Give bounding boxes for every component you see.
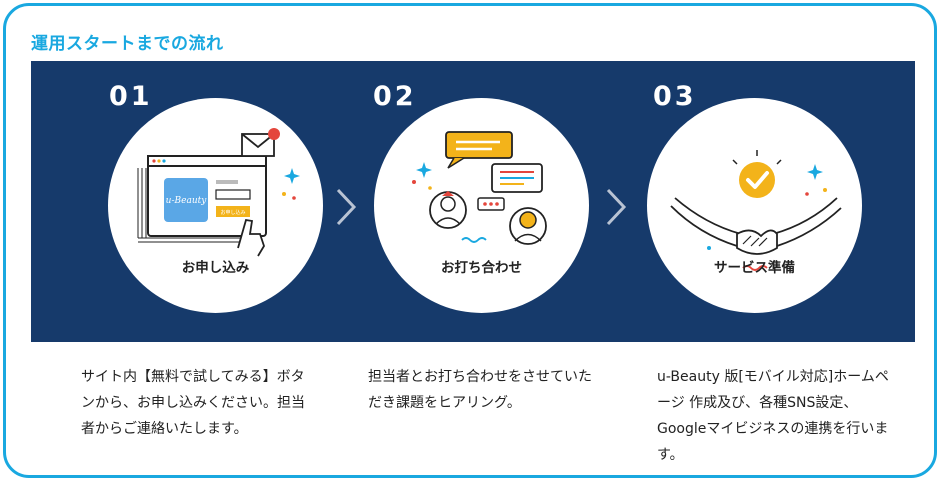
step-3-number: 03 <box>653 81 697 112</box>
steps-band: 01 u-Beauty <box>31 61 915 342</box>
section-title: 運用スタートまでの流れ <box>31 34 224 54</box>
step-2-description: 担当者とお打ち合わせをさせていただき課題をヒアリング。 <box>368 369 592 411</box>
screen-apply-button: お申し込み <box>220 209 245 216</box>
laptop-application-icon: u-Beauty お申し込み <box>137 128 300 257</box>
step-1-label: お申し込み <box>181 260 250 276</box>
step-1-description: サイト内【無料で試してみる】ボタンから、お申し込みください。担当者からご連絡いた… <box>81 369 305 437</box>
step-3-description: u-Beauty 版[モバイル対応]ホームページ 作成及び、各種SNS設定、Go… <box>657 369 889 463</box>
step-3-circle: サービス準備 <box>647 98 862 313</box>
step-2-label: お打ち合わせ <box>441 260 522 276</box>
step-2-number: 02 <box>373 81 417 112</box>
handshake-check-icon <box>670 150 842 271</box>
step-2-circle: お打ち合わせ <box>374 98 589 313</box>
flow-card: 運用スタートまでの流れ 01 u-Beauty <box>3 3 937 478</box>
step-1-number: 01 <box>109 81 153 112</box>
step-3-label: サービス準備 <box>714 260 795 276</box>
chevron-right-icon <box>336 188 357 226</box>
chevron-right-icon <box>606 188 627 226</box>
screen-logo: u-Beauty <box>166 196 208 206</box>
step-1-circle: u-Beauty お申し込み お申し込み <box>108 98 323 313</box>
chat-meeting-icon <box>412 131 547 245</box>
